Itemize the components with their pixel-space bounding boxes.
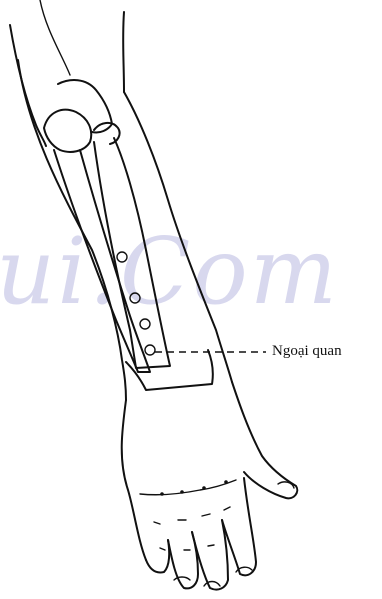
wrist-joint bbox=[126, 350, 213, 390]
ulna-bone bbox=[54, 150, 150, 372]
acupoint-2 bbox=[130, 293, 140, 303]
acupoint-1 bbox=[117, 252, 127, 262]
fingernail-1 bbox=[174, 577, 190, 580]
finger-1 bbox=[146, 540, 169, 573]
finger-crease-4 bbox=[224, 507, 230, 510]
elbow-condyle bbox=[44, 110, 91, 152]
finger-crease-1 bbox=[154, 522, 160, 524]
finger-crease-3 bbox=[202, 514, 210, 516]
finger-crease-5 bbox=[160, 548, 165, 550]
acupoint-label: Ngoại quan bbox=[272, 344, 342, 359]
knuckle-dot-4 bbox=[224, 480, 228, 484]
hand-outline bbox=[122, 400, 146, 560]
forearm-outline-radial bbox=[124, 92, 232, 382]
thumb bbox=[232, 382, 297, 498]
humerus bbox=[58, 80, 112, 132]
knuckle-line bbox=[140, 480, 236, 495]
acupoint-3 bbox=[140, 319, 150, 329]
finger-crease-7 bbox=[208, 545, 214, 546]
knuckle-dot-2 bbox=[180, 490, 184, 494]
knuckle-dot-3 bbox=[202, 486, 206, 490]
knuckle-dot-1 bbox=[160, 492, 164, 496]
upper-arm-inner-line bbox=[40, 0, 70, 75]
upper-arm-outline-left bbox=[10, 25, 46, 146]
upper-arm-outline-right bbox=[123, 12, 124, 92]
acupoint-ngoai-quan bbox=[145, 345, 155, 355]
